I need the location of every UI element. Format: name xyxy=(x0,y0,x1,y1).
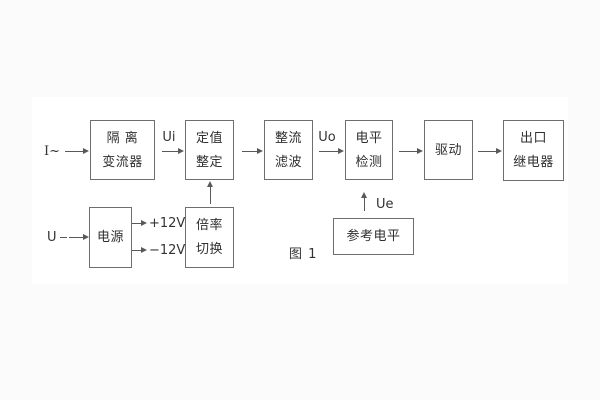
block-label: 滤波 xyxy=(274,154,302,170)
block-reference-level: 参考电平 xyxy=(333,218,414,255)
block-label: 整流 xyxy=(274,130,302,146)
arrow-shaft xyxy=(162,151,180,152)
block-label: 检测 xyxy=(355,154,383,170)
block-label: 电平 xyxy=(355,130,383,146)
arrowhead-right-icon xyxy=(417,148,423,154)
arrowhead-right-icon xyxy=(257,148,263,154)
block-label: 出口 xyxy=(519,131,547,146)
block-label: 倍率 xyxy=(195,218,223,233)
arrow-shaft xyxy=(242,151,259,152)
input-current-label: I~ xyxy=(44,144,61,159)
signal-label-uo: Uo xyxy=(318,130,336,145)
arrowhead-up-icon xyxy=(207,181,213,187)
arrow-shaft xyxy=(319,151,340,152)
block-label: 整定 xyxy=(195,154,223,170)
signal-label-plus12v: +12V xyxy=(149,216,186,231)
arrow-shaft xyxy=(210,185,211,204)
signal-label-ui: Ui xyxy=(162,130,176,145)
block-label: 定值 xyxy=(195,130,223,146)
block-label: 隔 离 xyxy=(106,130,139,146)
block-rectifier-filter: 整流 滤波 xyxy=(264,120,313,180)
block-label: 切换 xyxy=(195,242,223,257)
arrow-shaft xyxy=(132,250,143,251)
arrowhead-right-icon xyxy=(141,220,147,226)
arrow-shaft xyxy=(364,196,365,211)
arrowhead-right-icon xyxy=(83,234,89,240)
arrowhead-right-icon xyxy=(338,148,344,154)
arrowhead-right-icon xyxy=(83,148,89,154)
block-label: 电源 xyxy=(96,230,124,245)
arrowhead-right-icon xyxy=(141,247,147,253)
block-label: 变流器 xyxy=(102,154,143,170)
block-multiplier-switch: 倍率 切换 xyxy=(185,207,234,268)
block-level-detect: 电平 检测 xyxy=(345,120,393,180)
block-label: 继电器 xyxy=(513,155,554,170)
arrow-shaft xyxy=(399,151,419,152)
block-drive: 驱动 xyxy=(424,120,473,180)
block-label: 参考电平 xyxy=(346,229,401,244)
arrow-shaft xyxy=(65,151,85,152)
arrow-shaft xyxy=(69,237,85,238)
block-setting-adjust: 定值 整定 xyxy=(185,120,234,180)
block-power-supply: 电源 xyxy=(89,207,132,268)
arrowhead-up-icon xyxy=(361,192,367,198)
arrow-shaft xyxy=(132,223,143,224)
arrowhead-right-icon xyxy=(496,148,502,154)
signal-label-minus12v: −12V xyxy=(149,243,186,258)
block-output-relay: 出口 继电器 xyxy=(503,120,564,181)
block-isolation-transformer: 隔 离 变流器 xyxy=(90,120,155,180)
figure-caption: 图 1 xyxy=(289,247,318,262)
arrow-shaft xyxy=(478,151,498,152)
block-label: 驱动 xyxy=(434,142,462,158)
arrowhead-right-icon xyxy=(178,148,184,154)
signal-label-ue: Ue xyxy=(376,197,394,212)
input-voltage-dash xyxy=(60,237,67,238)
input-voltage-label: U xyxy=(47,230,57,245)
